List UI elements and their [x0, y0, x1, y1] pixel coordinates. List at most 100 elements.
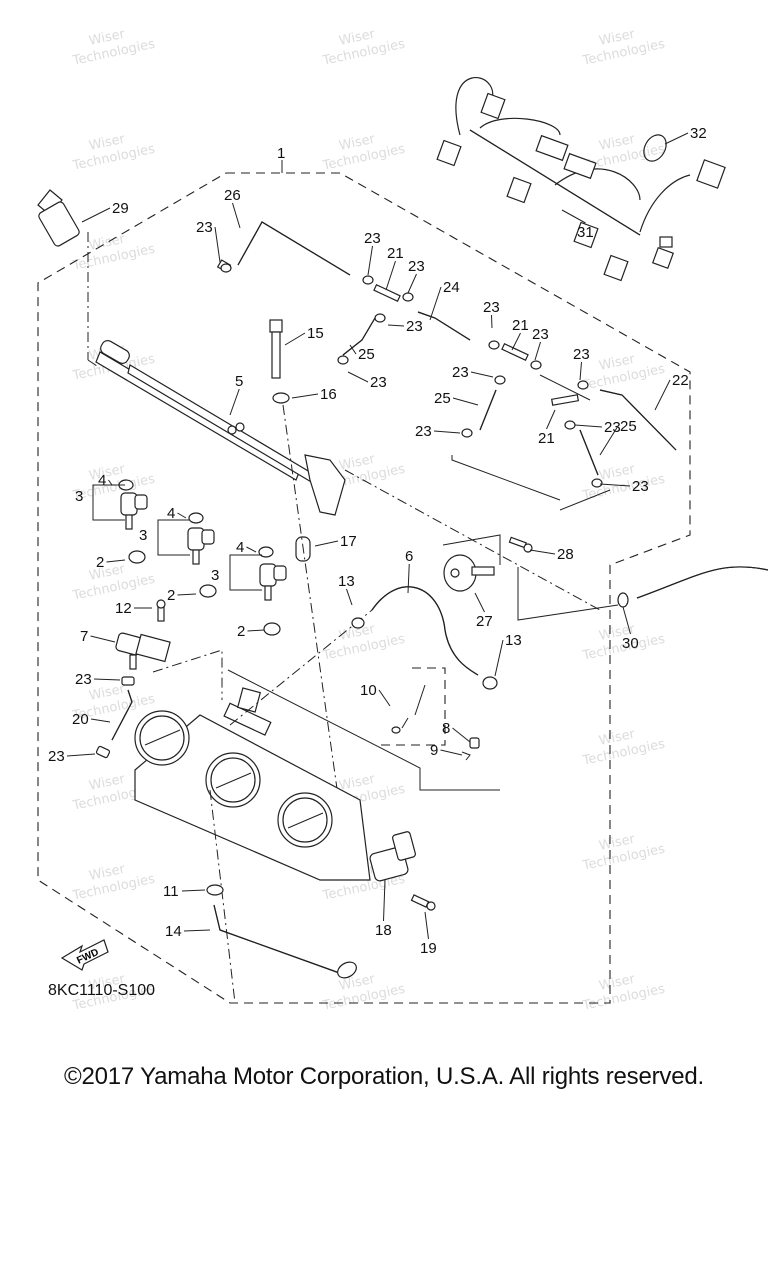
callout-32[interactable]: 32 — [690, 125, 707, 142]
callout-23[interactable]: 23 — [415, 423, 432, 440]
callout-6[interactable]: 6 — [405, 548, 413, 565]
callout-4[interactable]: 4 — [167, 505, 175, 522]
leader-line — [494, 639, 504, 677]
leader-line — [574, 424, 603, 428]
hose-clip — [488, 340, 500, 350]
hose-clip — [530, 360, 542, 370]
bracket-line — [157, 519, 190, 556]
bracket-line — [92, 484, 125, 521]
copyright-notice: ©2017 Yamaha Motor Corporation, U.S.A. A… — [64, 1063, 704, 1090]
pressure-regulator-27 — [442, 534, 619, 621]
callout-16[interactable]: 16 — [320, 386, 337, 403]
callout-14[interactable]: 14 — [165, 923, 182, 940]
callout-23[interactable]: 23 — [532, 326, 549, 343]
callout-12[interactable]: 12 — [115, 600, 132, 617]
leader-line — [108, 479, 113, 486]
callout-23[interactable]: 23 — [632, 478, 649, 495]
callout-23[interactable]: 23 — [48, 748, 65, 765]
leader-line — [93, 678, 121, 681]
leader-line — [246, 546, 257, 553]
throttle-body — [134, 609, 500, 1004]
callout-23[interactable]: 23 — [604, 419, 621, 436]
callout-15[interactable]: 15 — [307, 325, 324, 342]
leader-line — [474, 592, 485, 613]
callout-9[interactable]: 9 — [430, 742, 438, 759]
callout-11[interactable]: 11 — [163, 883, 179, 900]
callout-10[interactable]: 10 — [360, 682, 377, 699]
leader-line — [424, 911, 429, 940]
callout-30[interactable]: 30 — [622, 635, 639, 652]
callout-29[interactable]: 29 — [112, 200, 129, 217]
callout-23[interactable]: 23 — [573, 346, 590, 363]
callout-4[interactable]: 4 — [98, 472, 106, 489]
callout-17[interactable]: 17 — [340, 533, 357, 550]
callout-27[interactable]: 27 — [476, 613, 493, 630]
callout-13[interactable]: 13 — [505, 632, 522, 649]
callout-21[interactable]: 21 — [538, 430, 555, 447]
callout-2[interactable]: 2 — [167, 587, 175, 604]
callout-5[interactable]: 5 — [235, 373, 243, 390]
callouts: 1222333444567891011121313141516171819202… — [48, 125, 707, 957]
wire-harness — [436, 76, 726, 282]
leader-line — [452, 727, 471, 743]
callout-23[interactable]: 23 — [452, 364, 469, 381]
callout-19[interactable]: 19 — [420, 940, 437, 957]
screw-set-10 — [380, 667, 446, 746]
injector-nozzle — [125, 514, 133, 530]
leader-line — [81, 207, 111, 223]
hose-20 — [95, 676, 135, 759]
callout-3[interactable]: 3 — [211, 567, 219, 584]
callout-7[interactable]: 7 — [80, 628, 88, 645]
callout-23[interactable]: 23 — [483, 299, 500, 316]
callout-13[interactable]: 13 — [338, 573, 355, 590]
band-32 — [643, 134, 667, 162]
callout-23[interactable]: 23 — [370, 374, 387, 391]
callout-23[interactable]: 23 — [196, 219, 213, 236]
leader-line — [349, 344, 357, 355]
callout-1[interactable]: 1 — [277, 145, 285, 162]
leader-line — [229, 388, 240, 416]
callout-21[interactable]: 21 — [512, 317, 529, 334]
callout-25[interactable]: 25 — [358, 346, 375, 363]
joints-21 — [373, 283, 580, 406]
callout-25[interactable]: 25 — [434, 390, 451, 407]
callout-23[interactable]: 23 — [408, 258, 425, 275]
fuel-hoses — [342, 311, 677, 511]
leader-line — [534, 341, 541, 361]
leader-line — [407, 563, 410, 594]
leader-line — [177, 512, 187, 519]
callout-2[interactable]: 2 — [237, 623, 245, 640]
callout-31[interactable]: 31 — [577, 224, 594, 241]
callout-25[interactable]: 25 — [620, 418, 637, 435]
callout-28[interactable]: 28 — [557, 546, 574, 563]
callout-4[interactable]: 4 — [236, 539, 244, 556]
leader-line — [247, 629, 265, 632]
leader-line — [106, 559, 126, 563]
callout-24[interactable]: 24 — [443, 279, 460, 296]
leader-line — [90, 718, 111, 723]
hose-clip — [494, 375, 506, 385]
callout-23[interactable]: 23 — [364, 230, 381, 247]
callout-8[interactable]: 8 — [442, 720, 450, 737]
injectors — [118, 479, 287, 636]
callout-22[interactable]: 22 — [672, 372, 689, 389]
callout-3[interactable]: 3 — [139, 527, 147, 544]
callout-2[interactable]: 2 — [96, 554, 104, 571]
hose-clip — [220, 263, 232, 273]
leader-line — [579, 361, 582, 381]
callout-18[interactable]: 18 — [375, 922, 392, 939]
leader-line — [346, 588, 353, 606]
hose-clip — [564, 420, 576, 430]
callout-26[interactable]: 26 — [224, 187, 241, 204]
leader-line — [367, 245, 373, 276]
callout-20[interactable]: 20 — [72, 711, 89, 728]
leader-line — [452, 397, 479, 406]
leader-line — [385, 260, 396, 291]
callout-3[interactable]: 3 — [75, 488, 83, 505]
callout-23[interactable]: 23 — [75, 671, 92, 688]
hose-clip — [337, 355, 349, 365]
callout-21[interactable]: 21 — [387, 245, 404, 262]
callout-23[interactable]: 23 — [406, 318, 423, 335]
hose-14 — [213, 904, 357, 979]
